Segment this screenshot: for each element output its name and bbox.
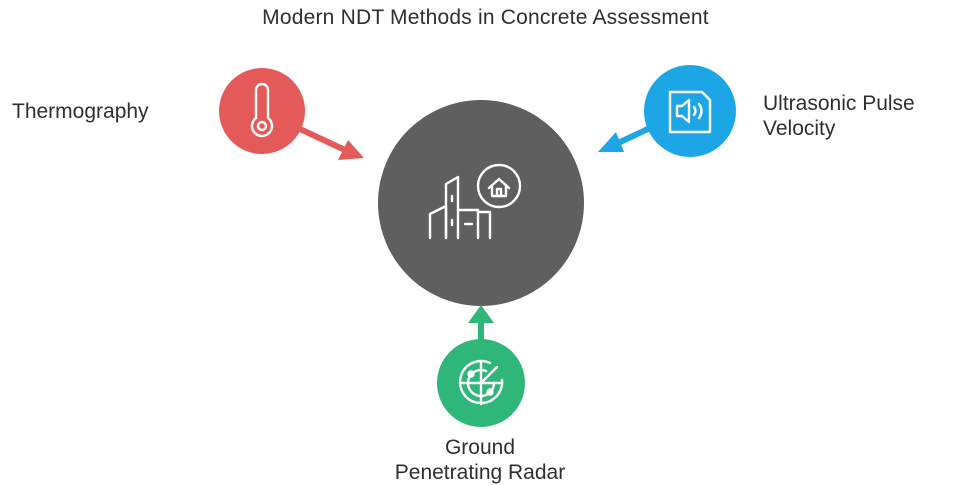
thermography-label-line-1: Thermography (12, 100, 149, 123)
radar-label-line-1: Ground (444, 436, 516, 459)
ultrasonic-arrowhead (598, 132, 624, 152)
ultrasonic-label-line-1: Ultrasonic Pulse (763, 92, 915, 115)
radar-label: Ground Penetrating Radar (330, 435, 630, 485)
thermometer-icon (250, 82, 274, 138)
radar-label-line-2: Penetrating Radar (394, 461, 566, 484)
thermography-arrowhead (338, 140, 364, 160)
thermography-arrow (297, 126, 348, 153)
thermography-node (219, 68, 364, 160)
thermography-circle (219, 68, 305, 154)
radar-node (437, 305, 525, 427)
diagram-title: Modern NDT Methods in Concrete Assessmen… (262, 6, 709, 29)
ultrasonic-arrow (613, 124, 655, 147)
radar-icon (458, 359, 504, 406)
center-node (378, 100, 584, 306)
city-building-with-house-icon (428, 163, 522, 240)
ultrasonic-label-line-2: Velocity (763, 117, 836, 140)
thermography-label: Thermography (12, 99, 149, 124)
speaker-device-icon (668, 90, 712, 134)
center-circle (378, 100, 584, 306)
radar-arrowhead (468, 305, 494, 323)
ultrasonic-label: Ultrasonic Pulse Velocity (763, 91, 915, 141)
ultrasonic-node (598, 65, 736, 157)
